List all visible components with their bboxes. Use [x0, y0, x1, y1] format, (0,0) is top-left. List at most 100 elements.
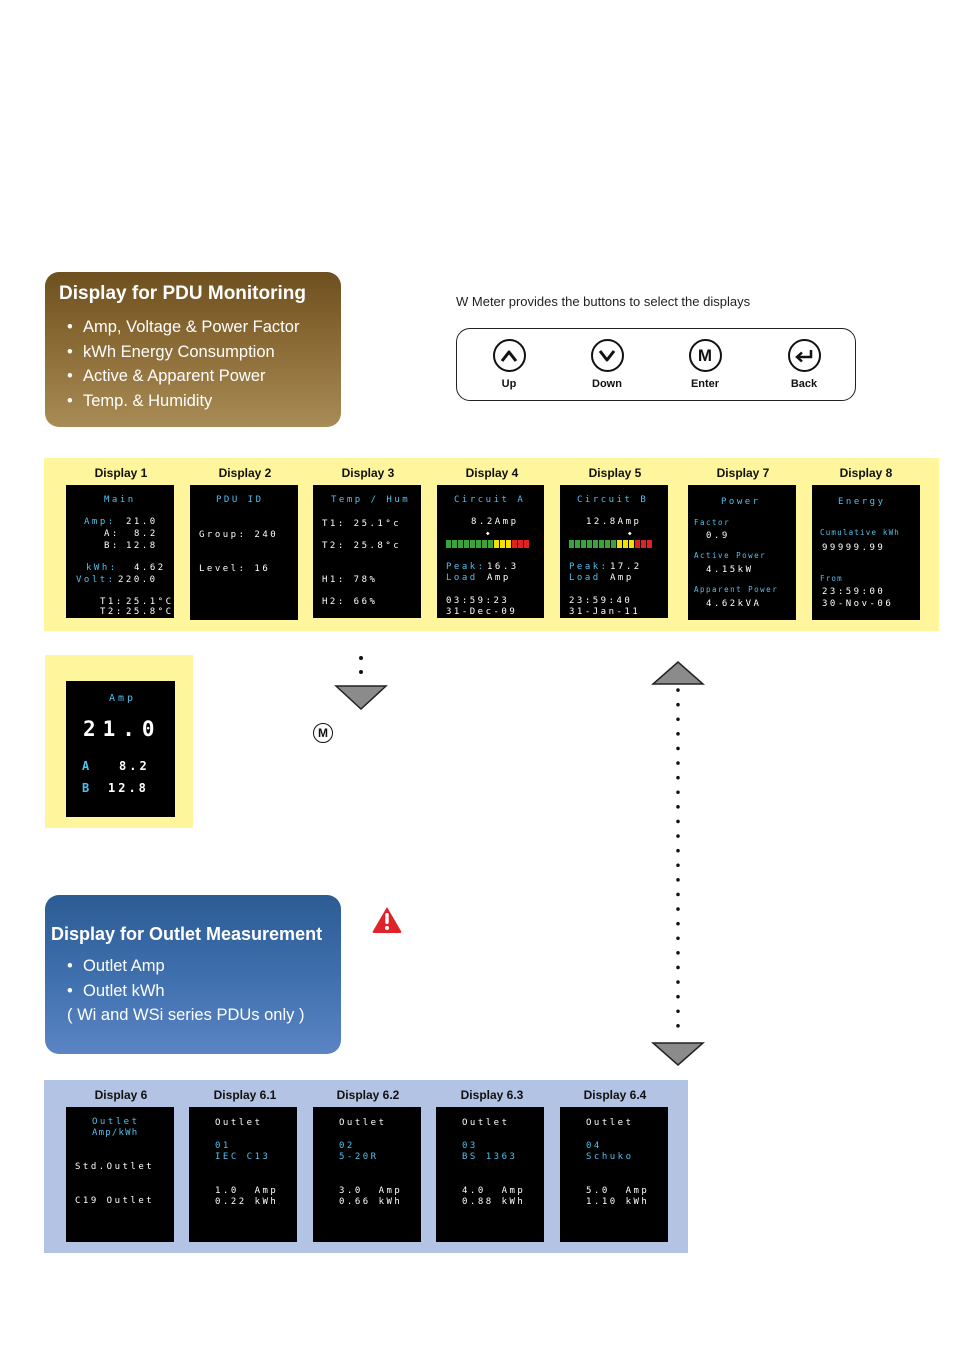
screen-value: H2: 66%	[322, 597, 378, 607]
load-marker: ◆	[628, 530, 635, 537]
screen-title: Main	[104, 495, 136, 505]
m-letter-icon: M	[688, 339, 722, 372]
load-bar-segment	[593, 540, 598, 548]
outlet-feature-note: ( Wi and WSi series PDUs only )	[67, 1006, 305, 1025]
load-bar-segment	[524, 540, 529, 548]
display-4-screen: Circuit A 8.2Amp ◆ Peak: 16.3 Load Amp 0…	[437, 485, 544, 618]
load-bar-segment	[605, 540, 610, 548]
load-bar-segment	[500, 540, 505, 548]
screen-label: B	[82, 781, 93, 795]
enter-button-label: Enter	[690, 378, 720, 390]
load-bar-segment	[512, 540, 517, 548]
screen-title: Outlet	[92, 1117, 140, 1127]
screen-label: B:	[104, 541, 120, 551]
top-displays-band: Display 1 Display 2 Display 3 Display 4 …	[44, 458, 939, 631]
back-button-label: Back	[790, 378, 818, 390]
enter-button[interactable]: M Enter	[675, 339, 735, 390]
screen-label: Apparent Power	[694, 585, 779, 594]
amp-big-value: 21.0	[83, 717, 162, 741]
screen-value: 3.0 Amp	[339, 1186, 403, 1196]
load-bar-segment	[581, 540, 586, 548]
pdu-feature-item: •kWh Energy Consumption	[67, 342, 275, 361]
screen-value: Schuko	[586, 1152, 634, 1162]
load-bar-segment	[482, 540, 487, 548]
load-bar-segment	[506, 540, 511, 548]
outlet-measurement-box: Display for Outlet Measurement •Outlet A…	[45, 895, 341, 1054]
vertical-connector-arrow	[651, 661, 705, 1066]
screen-value: 1.0 Amp	[215, 1186, 279, 1196]
pdu-monitoring-box: Display for PDU Monitoring •Amp, Voltage…	[45, 272, 341, 427]
display-6-label: Display 6	[94, 1088, 148, 1102]
screen-value: 30-Nov-06	[822, 599, 894, 609]
screen-value: 31-Dec-09	[446, 607, 518, 617]
outlet-feature-list: •Outlet Amp •Outlet kWh ( Wi and WSi ser…	[67, 954, 304, 1028]
screen-label: Active Power	[694, 551, 767, 560]
load-bar-segment	[464, 540, 469, 548]
bottom-displays-band: Display 6 Display 6.1 Display 6.2 Displa…	[44, 1080, 688, 1253]
display-6-3-screen: Outlet 03 BS 1363 4.0 Amp 0.88 kWh	[436, 1107, 544, 1242]
screen-value: 220.0	[118, 575, 158, 585]
amp-display-screen: Amp 21.0 A 8.2 B 12.8	[66, 681, 175, 817]
screen-value: C19 Outlet	[75, 1196, 155, 1206]
up-button[interactable]: Up	[479, 339, 539, 390]
back-button[interactable]: Back	[774, 339, 834, 390]
load-marker: ◆	[486, 530, 493, 537]
display-1-label: Display 1	[94, 466, 148, 480]
screen-value: 01	[215, 1141, 231, 1151]
load-bar-segment	[623, 540, 628, 548]
load-bar-segment	[488, 540, 493, 548]
display-3-screen: Temp / Hum T1: 25.1°c T2: 25.8°c H1: 78%…	[313, 485, 421, 618]
display-7-screen: Power Factor 0.9 Active Power 4.15kW App…	[688, 485, 796, 620]
display-5-screen: Circuit B 12.8Amp ◆ Peak: 17.2 Load Amp …	[560, 485, 668, 618]
screen-value: IEC C13	[215, 1152, 271, 1162]
up-button-label: Up	[501, 378, 517, 390]
screen-value: BS 1363	[462, 1152, 518, 1162]
down-button-label: Down	[592, 378, 622, 390]
amp-display-band: Amp 21.0 A 8.2 B 12.8	[45, 655, 193, 828]
display-8-label: Display 8	[839, 466, 893, 480]
screen-label: Cumulative kWh	[820, 528, 901, 537]
down-button[interactable]: Down	[577, 339, 637, 390]
screen-value: T2: 25.8°c	[322, 541, 402, 551]
screen-title: Outlet	[215, 1118, 263, 1128]
load-bar-segment	[617, 540, 622, 548]
display-3-label: Display 3	[341, 466, 395, 480]
load-bar-segment	[569, 540, 574, 548]
screen-value: 31-Jan-11	[569, 607, 641, 617]
display-1-screen: Main Amp: 21.0 A: 8.2 B: 12.8 kWh: 4.62 …	[66, 485, 174, 618]
screen-label: Amp:	[84, 517, 116, 527]
screen-label: Load	[446, 573, 478, 583]
outlet-feature-item: •Outlet Amp	[67, 957, 165, 975]
display-6-4-label: Display 6.4	[583, 1088, 647, 1102]
load-bar-segment	[587, 540, 592, 548]
load-bar	[569, 540, 653, 549]
screen-value: 1.10 kWh	[586, 1197, 650, 1207]
screen-value: 03:59:23	[446, 596, 510, 606]
pdu-feature-item: •Amp, Voltage & Power Factor	[67, 318, 300, 336]
screen-title: Amp	[109, 693, 137, 704]
display-6-2-screen: Outlet 02 5-20R 3.0 Amp 0.66 kWh	[313, 1107, 421, 1242]
load-bar	[446, 540, 530, 549]
screen-title: Circuit B	[577, 495, 649, 505]
load-bar-segment	[452, 540, 457, 548]
screen-value: 0.66 kWh	[339, 1197, 403, 1207]
screen-value: 99999.99	[822, 543, 886, 553]
load-bar-segment	[476, 540, 481, 548]
screen-title: Circuit A	[454, 495, 526, 505]
screen-title: Temp / Hum	[331, 495, 411, 505]
screen-title: Power	[721, 497, 761, 507]
screen-value: 17.2	[610, 562, 642, 572]
load-bar-segment	[446, 540, 451, 548]
screen-value: 0.88 kWh	[462, 1197, 526, 1207]
screen-label: kWh:	[86, 563, 118, 573]
m-letter-icon: M	[313, 723, 333, 743]
screen-value: Amp	[610, 573, 634, 583]
display-6-2-label: Display 6.2	[336, 1088, 400, 1102]
pdu-monitoring-title: Display for PDU Monitoring	[59, 283, 306, 304]
screen-value: 12.8	[108, 781, 149, 795]
screen-value: 25.8°C	[126, 607, 174, 617]
screen-value: 5.0 Amp	[586, 1186, 650, 1196]
screen-value: 0.9	[706, 531, 730, 541]
screen-title: Outlet	[462, 1118, 510, 1128]
display-2-label: Display 2	[218, 466, 272, 480]
